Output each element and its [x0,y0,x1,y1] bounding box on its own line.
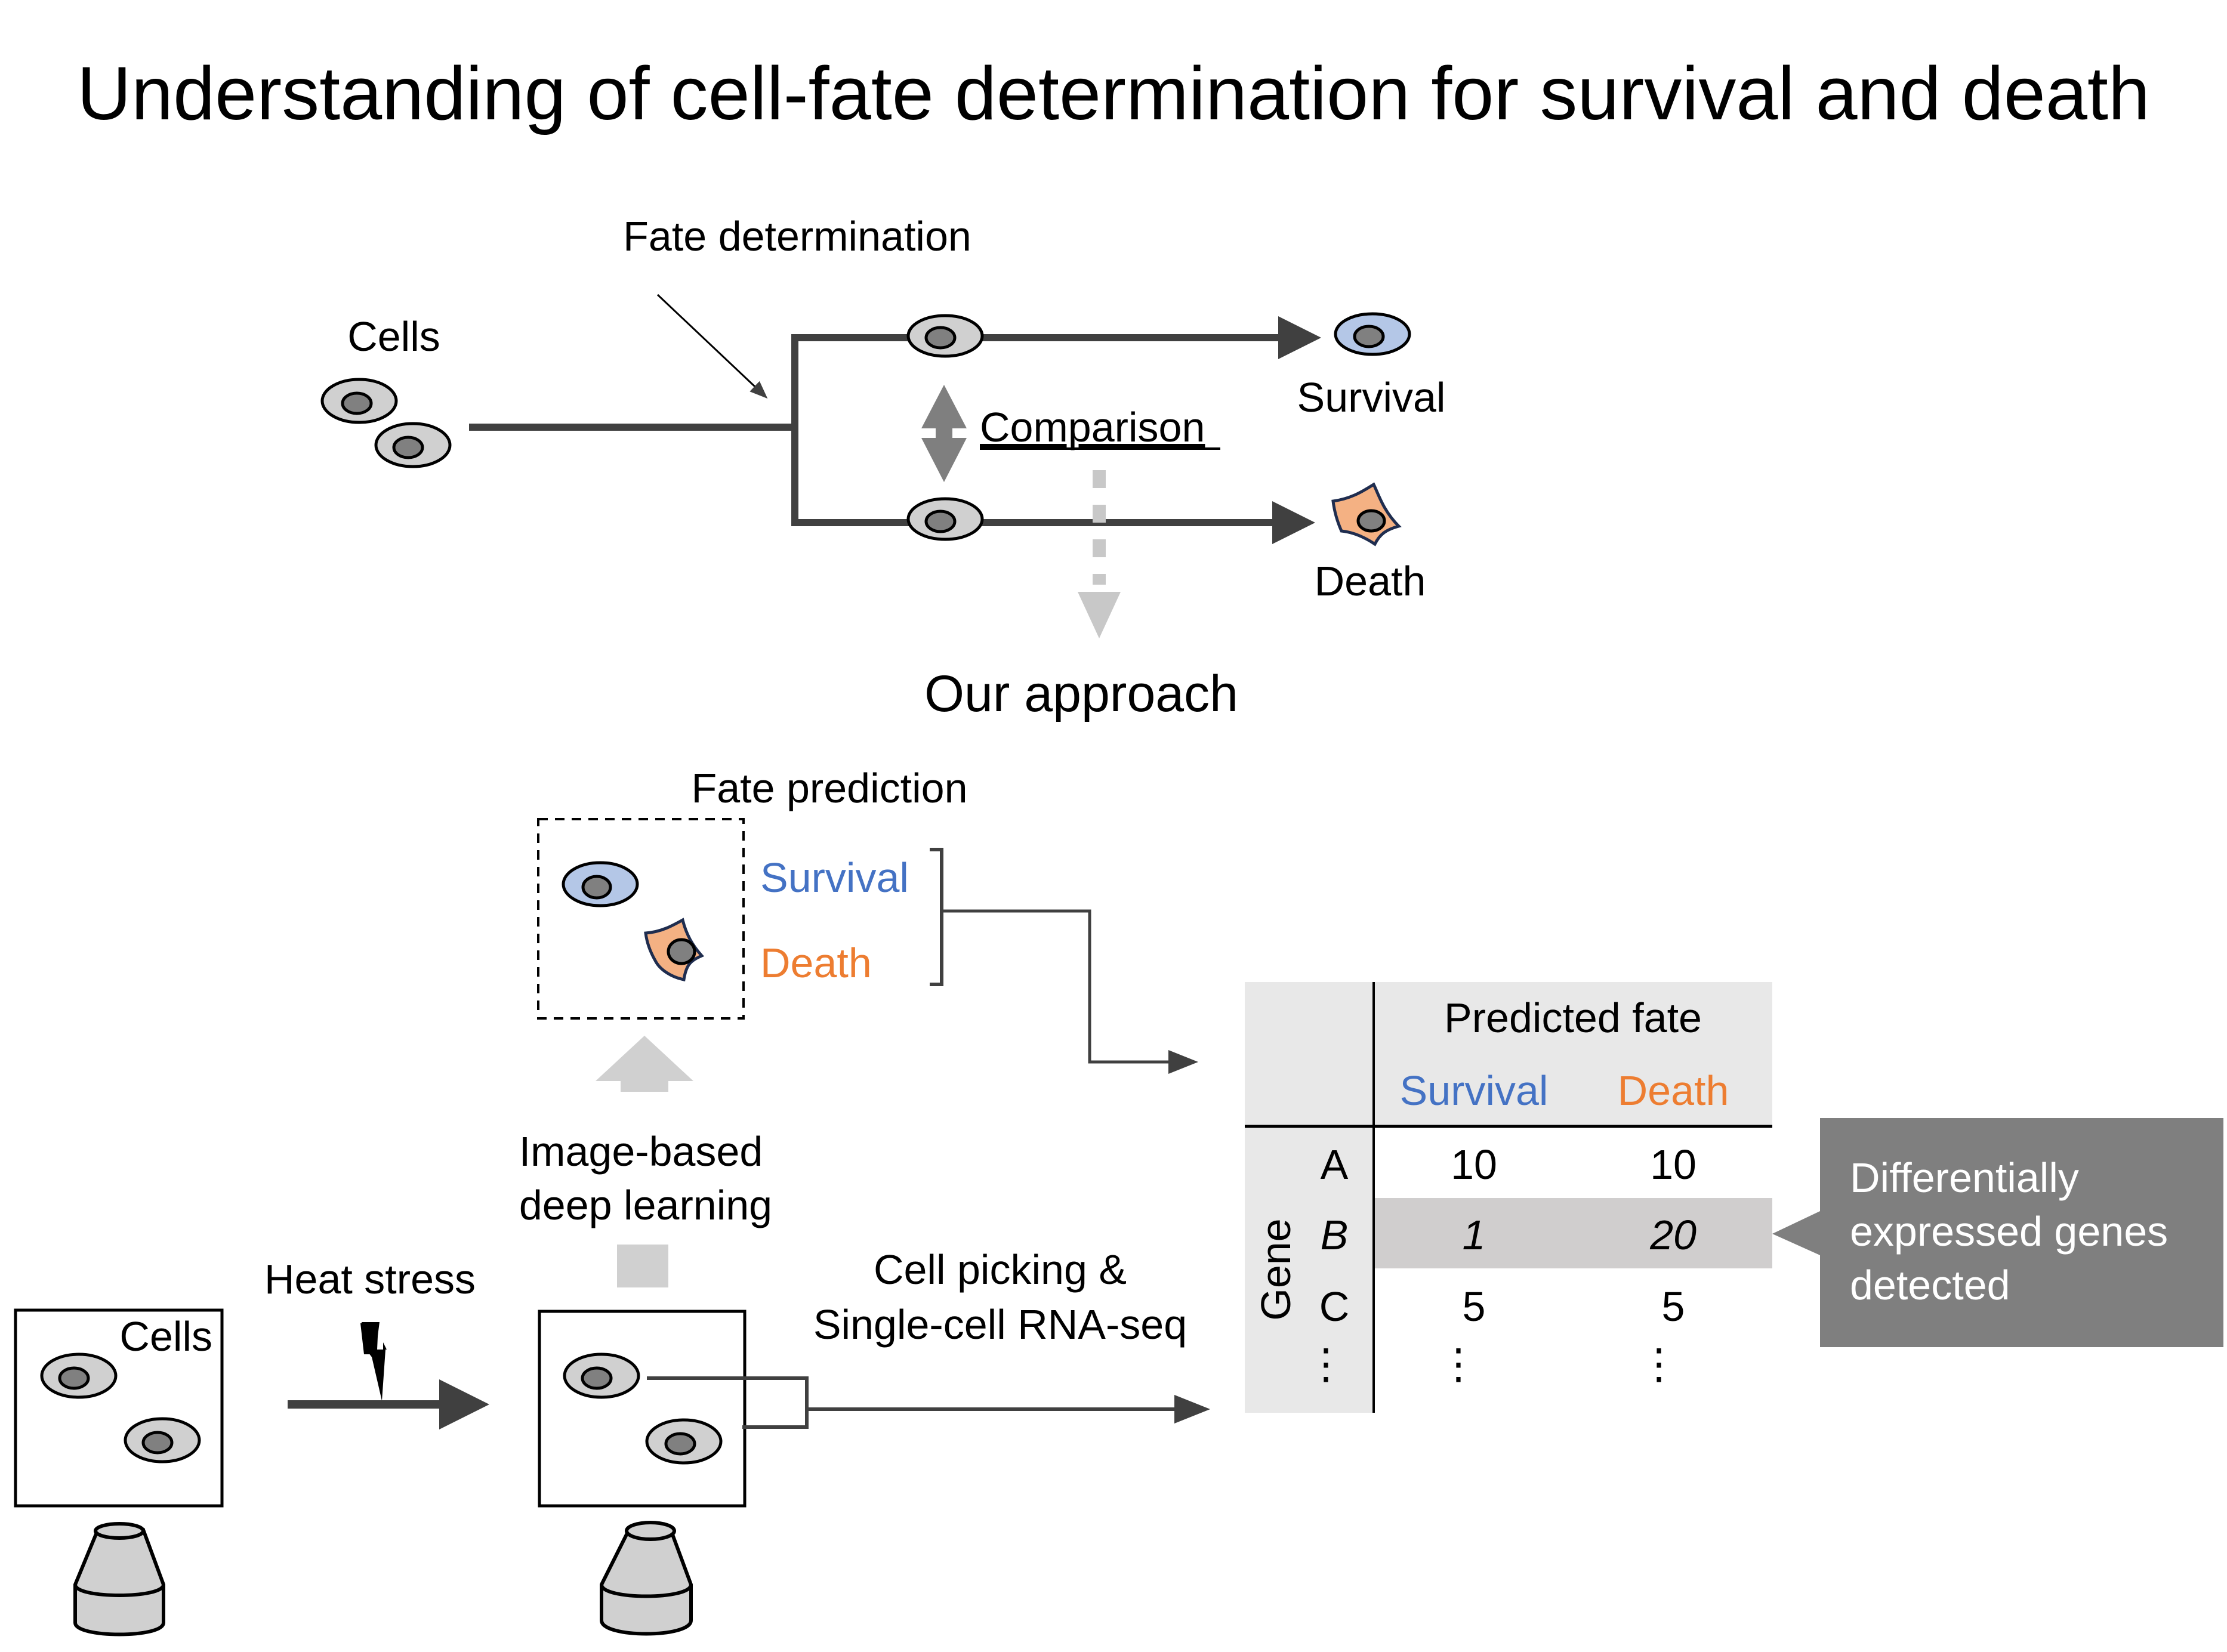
table-header-bg [1245,982,1772,1126]
table-row: C 5 5 [1319,1283,1685,1330]
survival-value: 10 [1451,1141,1497,1188]
callout-box: Differentially expressed genes detected [1772,1118,2223,1347]
microscope-objective-icon-2 [600,1521,693,1636]
death-label-top: Death [1315,558,1426,604]
prediction-box [537,818,745,1020]
cell-icon-dish1-a [40,1353,118,1399]
deep-learning-line2: deep learning [519,1182,772,1228]
heat-stress-label: Heat stress [264,1256,476,1302]
highlighted-row-bg [1374,1198,1772,1268]
lightning-bolt-shape [360,1323,385,1401]
table-row: A 10 10 [1321,1141,1697,1188]
cell-dish-before [14,1308,224,1508]
cell-picking-line1: Cell picking & [874,1246,1127,1293]
death-cell-icon [1331,482,1402,546]
death-value: 20 [1649,1212,1697,1258]
cell-icon-top-1 [320,378,398,424]
table-col-death: Death [1618,1067,1729,1114]
predicted-death-cell-icon [644,918,705,981]
deep-learning-up-arrow-icon [596,1036,693,1092]
deep-learning-line1: Image-based [519,1128,763,1175]
prediction-to-table-arrow [942,909,1198,1074]
table-row-highlighted: B 1 20 [1321,1212,1697,1258]
predicted-survival-cell-icon [562,861,639,907]
fate-prediction-label: Fate prediction [691,765,967,811]
table-row-ellipsis: ⋮ ⋮ ⋮ [1305,1341,1680,1387]
predicted-death-label: Death [760,940,872,986]
callout-line1: Differentially [1850,1154,2079,1201]
bottom-diagram: Fate prediction Survival Death Image-bas… [14,765,1210,1636]
predicted-survival-label: Survival [760,854,909,901]
approach-arrow-head-icon [1078,592,1121,638]
survival-value: 5 [1463,1283,1486,1330]
cells-label-top: Cells [347,313,440,360]
gene-label: B [1321,1212,1349,1258]
cell-picking-connector [647,1376,809,1429]
callout-line3: detected [1850,1262,2010,1308]
cell-picking-line2: Single-cell RNA-seq [813,1301,1187,1348]
table-header-predicted-fate: Predicted fate [1444,995,1702,1041]
cells-label-bottom: Cells [119,1313,212,1360]
death-value: 10 [1650,1141,1697,1188]
fate-determination-label: Fate determination [623,213,971,260]
microscope-objective-icon-1 [73,1522,165,1636]
cell-icon-dish2-b [645,1418,723,1465]
cell-icon-top-2 [374,422,452,468]
survival-label-top: Survival [1297,374,1446,421]
survival-cell-icon [1334,312,1411,356]
survival-value: ⋮ [1438,1341,1479,1387]
gene-label: A [1321,1141,1349,1188]
callout-line2: expressed genes [1850,1208,2168,1255]
table-row-axis-gene: Gene [1253,1218,1299,1320]
cell-icon-dish1-b [124,1417,201,1463]
death-value: ⋮ [1638,1341,1680,1387]
table-col-survival: Survival [1400,1067,1549,1114]
gene-label: C [1319,1283,1350,1330]
deep-learning-arrow-stub [617,1245,668,1287]
our-approach-heading: Our approach [924,665,1238,722]
comparison-label: Comparison [980,404,1205,450]
top-diagram: Fate determination Cells Survival [320,213,1446,638]
page-title: Understanding of cell-fate determination… [77,51,2150,135]
cell-dish-after [538,1310,747,1508]
death-value: 5 [1662,1283,1685,1330]
callout-shape [1772,1118,2223,1347]
survival-value: 1 [1463,1212,1486,1258]
table-row-header-bg [1245,1126,1374,1413]
gene-label: ⋮ [1305,1341,1347,1387]
fate-determination-pointer [656,294,768,399]
cell-icon-branch-lower [906,497,984,541]
prediction-bracket [930,848,943,986]
cell-icon-dish2-a [563,1353,640,1399]
comparison-double-arrow-icon [921,385,967,482]
cell-icon-branch-upper [906,314,984,358]
gene-expression-table: Predicted fate Survival Death Gene A 10 … [1245,982,1772,1413]
